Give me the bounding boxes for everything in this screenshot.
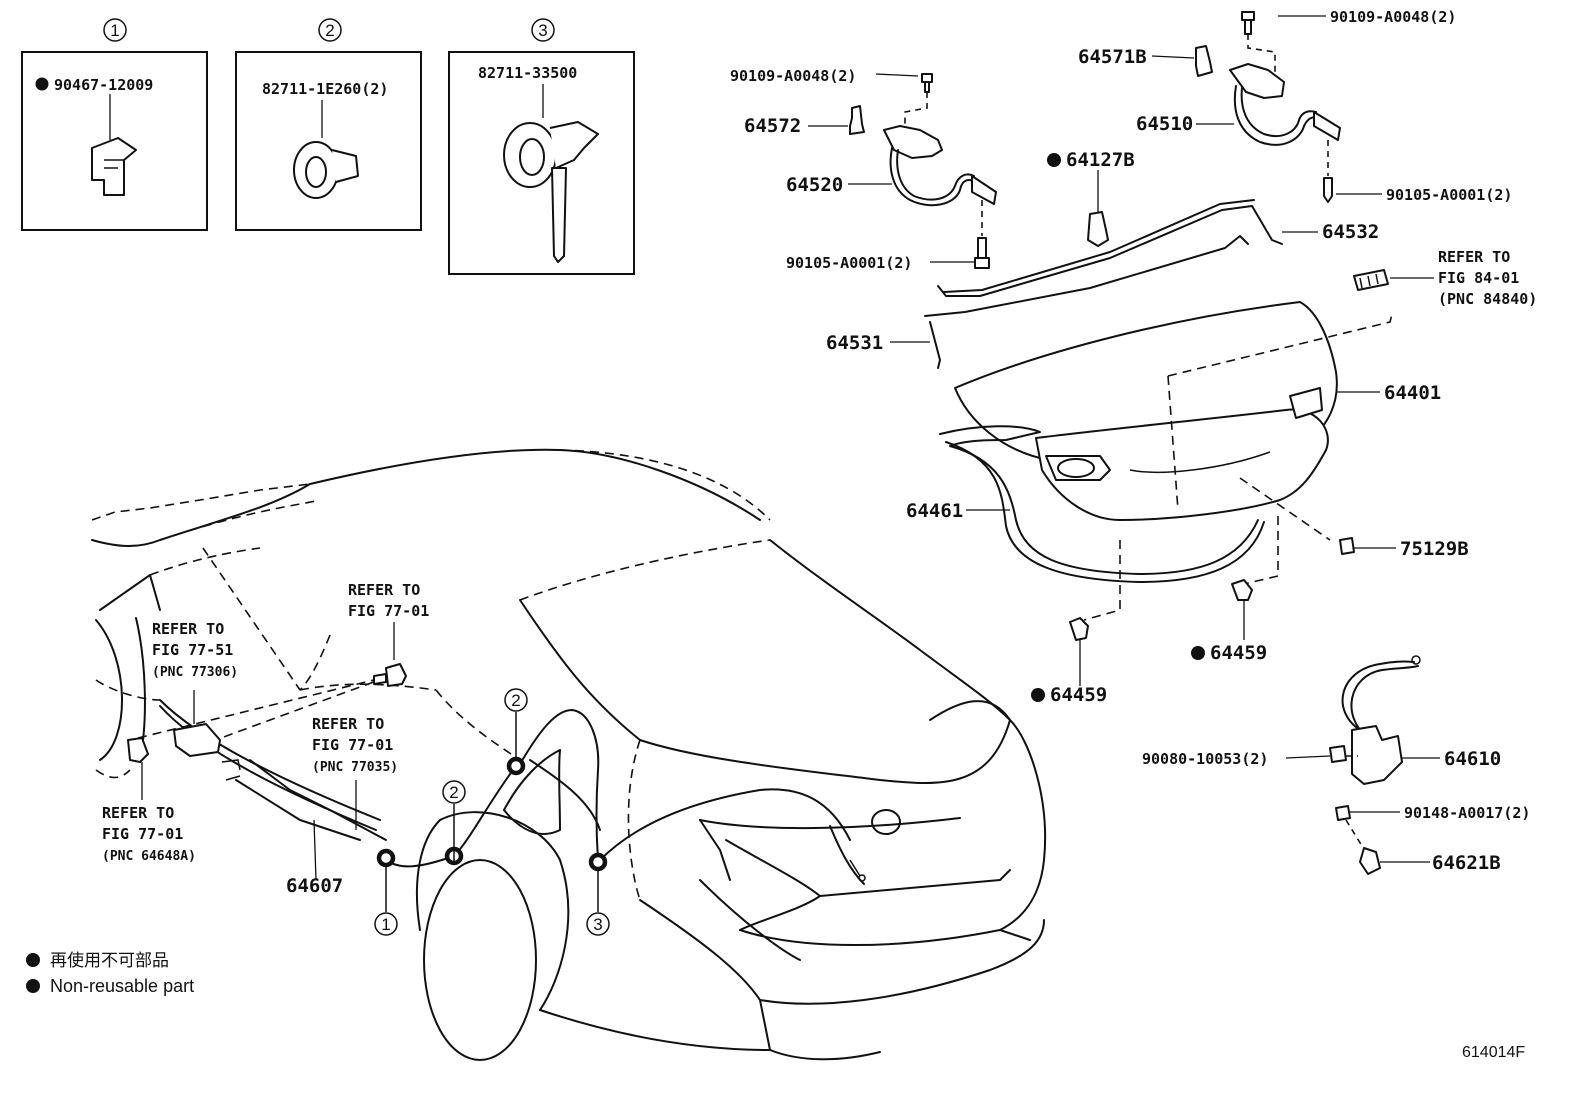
part-label-82711-33500: 82711-33500 [478, 64, 577, 82]
cable-clips [374, 688, 610, 936]
inset-box-1: 1 90467-12009 [21, 18, 208, 231]
part-label-64610: 64610 [1444, 748, 1501, 770]
left-car-parts [127, 663, 407, 781]
part-label-64532: 64532 [1322, 221, 1379, 243]
inset-number-3: 3 [538, 21, 547, 40]
lock-striker-64127B [1087, 211, 1109, 247]
refer-7701-mid-line2: FIG 77-01 [312, 736, 393, 754]
callout-3: 3 [593, 915, 602, 934]
part-label-90109-left: 90109-A0048(2) [730, 67, 856, 85]
part-label-64572: 64572 [744, 115, 801, 137]
release-cable-64607 [137, 675, 866, 882]
refer-7701-low-line3: (PNC 64648A) [102, 849, 196, 864]
part-label-75129B: 75129B [1400, 538, 1469, 560]
part-label-90148: 90148-A0017(2) [1404, 804, 1530, 822]
legend-japanese: 再使用不可部品 [50, 950, 169, 971]
part-label-90109-right: 90109-A0048(2) [1330, 8, 1456, 26]
part-label-64459-a: 64459 [1210, 642, 1267, 664]
refer-8401-line1: REFER TO [1438, 248, 1510, 266]
refer-7701-mid-line3: (PNC 77035) [312, 760, 398, 775]
part-label-82711-1E260: 82711-1E260(2) [262, 80, 388, 98]
part-label-90105-right: 90105-A0001(2) [1386, 186, 1512, 204]
car-body [91, 448, 1047, 1061]
refer-7701-mid-line1: REFER TO [312, 715, 384, 733]
inset-number-2: 2 [325, 21, 334, 40]
refer-8401-line2: FIG 84-01 [1438, 269, 1519, 287]
refer-7701-low-line1: REFER TO [102, 804, 174, 822]
leader-lines [141, 15, 1440, 881]
refer-8401-line3: (PNC 84840) [1438, 290, 1537, 308]
trunk-lid-64401 [954, 301, 1393, 541]
legend-english: Non-reusable part [50, 976, 194, 996]
legend-dot-icon [26, 953, 40, 967]
legend: 再使用不可部品 Non-reusable part [26, 950, 194, 996]
inset-box-2: 2 82711-1E260(2) [235, 18, 422, 231]
callout-1: 1 [381, 915, 390, 934]
part-label-64571B: 64571B [1078, 46, 1147, 68]
inset-number-1: 1 [110, 21, 119, 40]
part-label-90467-12009: 90467-12009 [54, 76, 153, 94]
refer-7751-line3: (PNC 77306) [152, 665, 238, 680]
small-parts [1069, 269, 1389, 641]
part-label-90080: 90080-10053(2) [1142, 750, 1268, 768]
part-label-64520: 64520 [786, 174, 843, 196]
part-label-64461: 64461 [906, 500, 963, 522]
non-reusable-dot [35, 77, 49, 91]
part-label-90105-left: 90105-A0001(2) [786, 254, 912, 272]
part-label-64459-b: 64459 [1050, 684, 1107, 706]
part-label-64531: 64531 [826, 332, 883, 354]
refer-7701-top-line2: FIG 77-01 [348, 602, 429, 620]
right-hinge-assembly [1195, 11, 1341, 203]
part-label-64127B: 64127B [1066, 149, 1135, 171]
refer-7751-line1: REFER TO [152, 620, 224, 638]
callout-numbers: 1 2 2 3 [381, 691, 602, 934]
part-label-64401: 64401 [1384, 382, 1441, 404]
non-reusable-dot [1047, 153, 1061, 167]
legend-dot-icon [26, 979, 40, 993]
inset-box-3: 3 82711-33500 [448, 18, 635, 275]
refer-7751-line2: FIG 77-51 [152, 641, 233, 659]
callout-2-lower: 2 [449, 783, 458, 802]
non-reusable-dot [1191, 646, 1205, 660]
refer-labels: REFER TO FIG 84-01 (PNC 84840) REFER TO … [102, 248, 1537, 864]
weatherstrip-64461 [939, 425, 1265, 583]
part-label-64607: 64607 [286, 875, 343, 897]
part-label-64621B: 64621B [1432, 852, 1501, 874]
non-reusable-dot [1031, 688, 1045, 702]
lock-assembly-64610 [1329, 655, 1421, 875]
part-labels: 90109-A0048(2) 90109-A0048(2) 64571B 645… [286, 8, 1530, 897]
refer-7701-top-line1: REFER TO [348, 581, 420, 599]
callout-2-upper: 2 [511, 691, 520, 710]
refer-7701-low-line2: FIG 77-01 [102, 825, 183, 843]
part-label-64510: 64510 [1136, 113, 1193, 135]
left-hinge-assembly [849, 73, 997, 269]
torsion-bars [924, 199, 1283, 369]
figure-code: 614014F [1462, 1044, 1525, 1061]
